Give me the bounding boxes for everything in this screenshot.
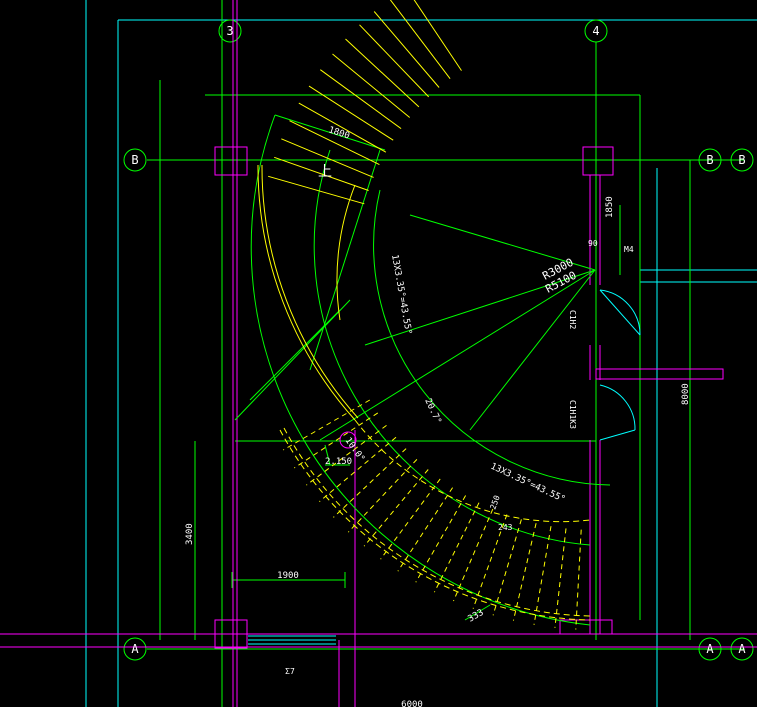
dim-bottom-width: 1900 xyxy=(277,571,299,581)
grid-label-a-right-2: A xyxy=(738,642,746,656)
stair-tread xyxy=(333,448,407,518)
grid-label-a-right-1: A xyxy=(706,642,714,656)
stair-tread xyxy=(294,412,379,469)
grid-label-b-left: B xyxy=(131,153,138,167)
dim-stair-width-top: 1800 xyxy=(327,125,351,141)
grid-label-b-right-2: B xyxy=(738,153,745,167)
small-250: 250 xyxy=(488,494,501,511)
stair-tread xyxy=(533,526,552,625)
stair-tread xyxy=(320,69,402,130)
stair-tread xyxy=(554,528,567,628)
dim-bottom-step: 333 xyxy=(467,608,486,625)
stair-tread xyxy=(274,156,369,191)
stair-tread xyxy=(282,399,371,451)
small-243: 243 xyxy=(498,523,513,532)
stair-geometry xyxy=(234,114,611,626)
grid-lines xyxy=(147,0,745,707)
dim-right-height: 8000 xyxy=(681,383,691,405)
kv-label: M4 xyxy=(624,245,634,254)
small-bottom-label: Σ7 xyxy=(285,667,295,676)
grid-bubbles xyxy=(123,19,754,661)
stair-tread xyxy=(298,102,387,153)
level-mark: 2.150 xyxy=(325,457,352,467)
stair-tread xyxy=(433,502,480,593)
stair-tread xyxy=(319,436,397,502)
window-label-1: C1H2 xyxy=(568,310,577,329)
stair-tread xyxy=(492,519,522,616)
stair-tread xyxy=(575,529,582,630)
grid-label-b-right-1: B xyxy=(706,153,713,167)
stair-tread xyxy=(389,0,451,80)
door-swings xyxy=(599,289,641,441)
column-marker xyxy=(339,431,357,449)
building-outline xyxy=(85,0,757,707)
arc-flight-1: 13X3.35°=43.55° xyxy=(389,254,413,336)
stair-tread xyxy=(472,514,508,609)
entry-steps xyxy=(248,635,336,645)
stair-tread xyxy=(332,53,411,118)
stair-tread xyxy=(453,508,494,602)
stair-tread xyxy=(308,85,394,141)
stair-tread xyxy=(373,11,440,88)
stair-tread xyxy=(380,478,441,560)
stair-tread xyxy=(415,495,467,583)
stair-tread xyxy=(512,523,537,621)
grid-label-a-left: A xyxy=(131,642,139,656)
stair-tread xyxy=(363,469,429,547)
dim-small-90: 90 xyxy=(588,239,598,248)
stair-tread xyxy=(281,138,374,178)
dim-left-height: 3400 xyxy=(185,523,195,545)
dim-right-offset: 1850 xyxy=(605,196,615,218)
grid-label-4: 4 xyxy=(592,24,599,38)
stair-tread xyxy=(345,38,420,108)
stair-tread xyxy=(268,175,365,205)
stair-treads xyxy=(268,0,582,630)
stair-tread xyxy=(397,487,454,572)
landing-angle: 20.7° xyxy=(422,397,443,426)
up-marker: 上 xyxy=(318,164,332,180)
dim-bottom-total: 6000 xyxy=(401,700,423,707)
stair-tread xyxy=(306,424,387,486)
stair-tread xyxy=(359,24,430,98)
grid-label-3: 3 xyxy=(226,24,233,38)
stair-tread xyxy=(289,120,380,166)
window-label-2: C1H1K3 xyxy=(568,400,577,429)
stair-stringers xyxy=(257,164,591,621)
stair-tread xyxy=(347,459,418,533)
stair-tread xyxy=(413,0,462,71)
